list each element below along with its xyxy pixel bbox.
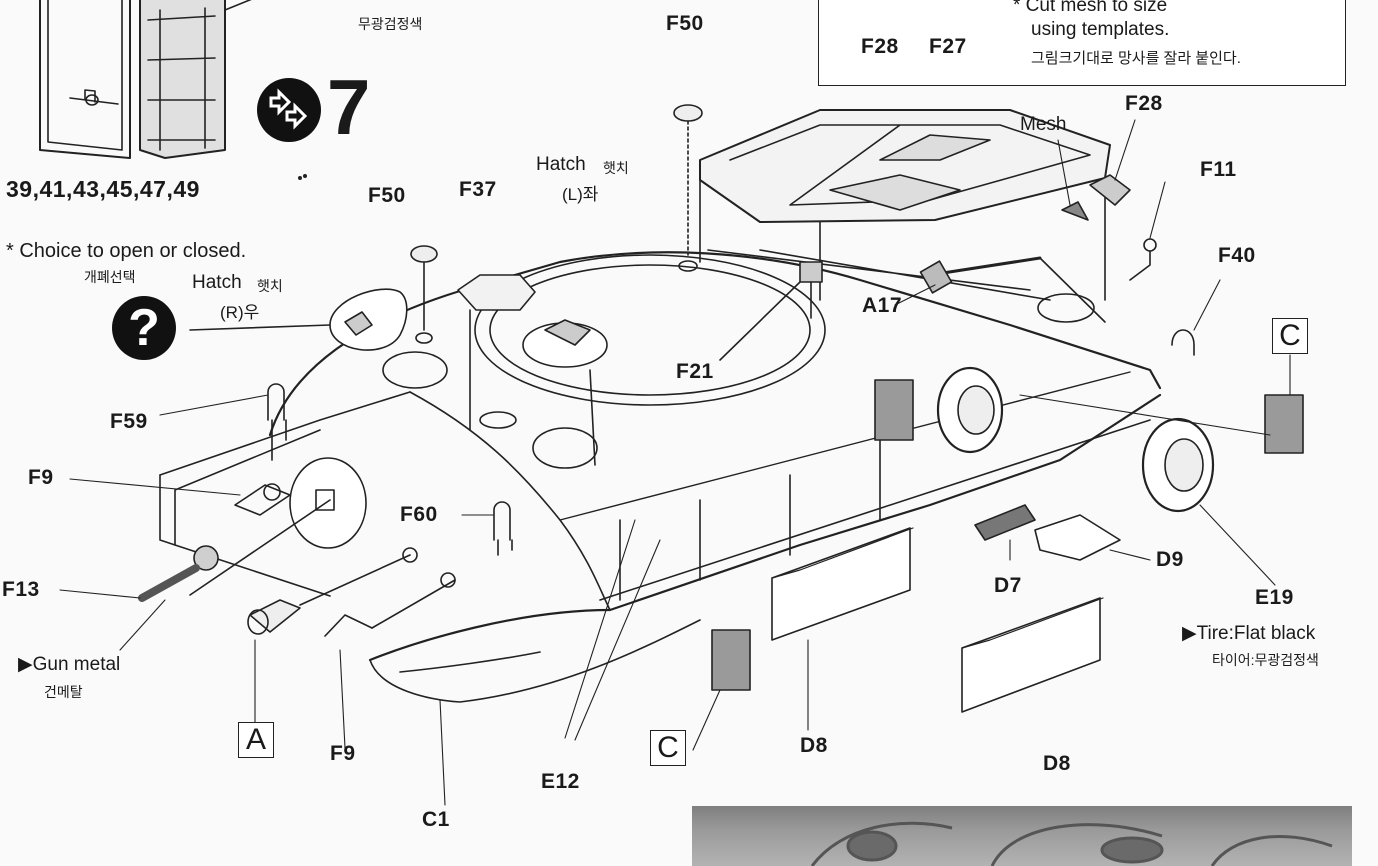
hatch-right-label: Hatch <box>192 272 242 293</box>
label-f50-left: F50 <box>368 184 406 207</box>
ref-box-c-right: C <box>1272 318 1308 354</box>
label-a17: A17 <box>862 294 903 317</box>
tire-ko: 타이어:무광검정색 <box>1212 652 1319 668</box>
hatch-left-side: (L)좌 <box>562 185 599 204</box>
choice-note: * Choice to open or closed. <box>6 240 247 262</box>
question-mark: ? <box>128 299 160 357</box>
label-d9: D9 <box>1156 548 1184 571</box>
hatch-right-side: (R)우 <box>220 303 260 322</box>
label-f9-lower: F9 <box>330 742 356 765</box>
arrow-icon <box>257 78 321 142</box>
hatch-right-ko: 햇치 <box>257 278 283 294</box>
choice-note-ko: 개폐선택 <box>84 269 136 285</box>
ref-c-right: C <box>1279 319 1301 352</box>
next-step-number: 7 <box>327 63 371 151</box>
template-label-f27: F27 <box>929 35 967 58</box>
label-mesh: Mesh <box>1020 114 1067 135</box>
tire-note: ▶Tire:Flat black <box>1182 623 1316 644</box>
label-f50-top: F50 <box>666 12 704 35</box>
note-line3-ko: 그림크기대로 망사를 잘라 붙인다. <box>1031 50 1241 67</box>
part-numbers: 39,41,43,45,47,49 <box>6 176 200 202</box>
label-f9-upper: F9 <box>28 466 54 489</box>
ref-box-a: A <box>238 722 274 758</box>
label-d8-center: D8 <box>800 734 828 757</box>
label-d8-right: D8 <box>1043 752 1071 775</box>
label-f60: F60 <box>400 503 438 526</box>
label-f13: F13 <box>2 578 40 601</box>
label-d7: D7 <box>994 574 1022 597</box>
dots <box>297 174 307 181</box>
label-c1: C1 <box>422 808 450 831</box>
label-f37: F37 <box>459 178 497 201</box>
label-f21: F21 <box>676 360 714 383</box>
ref-a: A <box>245 723 266 756</box>
hull-body <box>159 109 1162 703</box>
gun-metal-note: ▶Gun metal <box>18 654 121 675</box>
label-e19: E19 <box>1255 586 1294 609</box>
label-f11: F11 <box>1200 158 1237 181</box>
small-parts <box>138 104 1304 713</box>
ref-c-mid: C <box>657 731 679 764</box>
ref-box-c-mid: C <box>650 730 686 766</box>
question-icon: ? <box>112 296 176 360</box>
leader-lines <box>59 119 1291 806</box>
label-f40: F40 <box>1218 244 1256 267</box>
note-box: * Cut mesh to size using templates. 그림크기… <box>818 0 1346 86</box>
previous-step-parts <box>39 0 252 159</box>
note-line2: using templates. <box>1031 19 1170 40</box>
color-note-ko: 무광검정색 <box>358 16 423 32</box>
gun-metal-ko: 건메탈 <box>44 684 83 700</box>
note-line1: * Cut mesh to size <box>1013 0 1168 16</box>
label-f28: F28 <box>1125 92 1163 115</box>
reference-photo <box>692 806 1352 866</box>
label-f59: F59 <box>110 410 148 433</box>
label-e12: E12 <box>541 770 580 793</box>
hatch-left-label: Hatch <box>536 154 586 175</box>
hatch-left-ko: 햇치 <box>603 160 629 176</box>
template-label-f28: F28 <box>861 35 899 58</box>
